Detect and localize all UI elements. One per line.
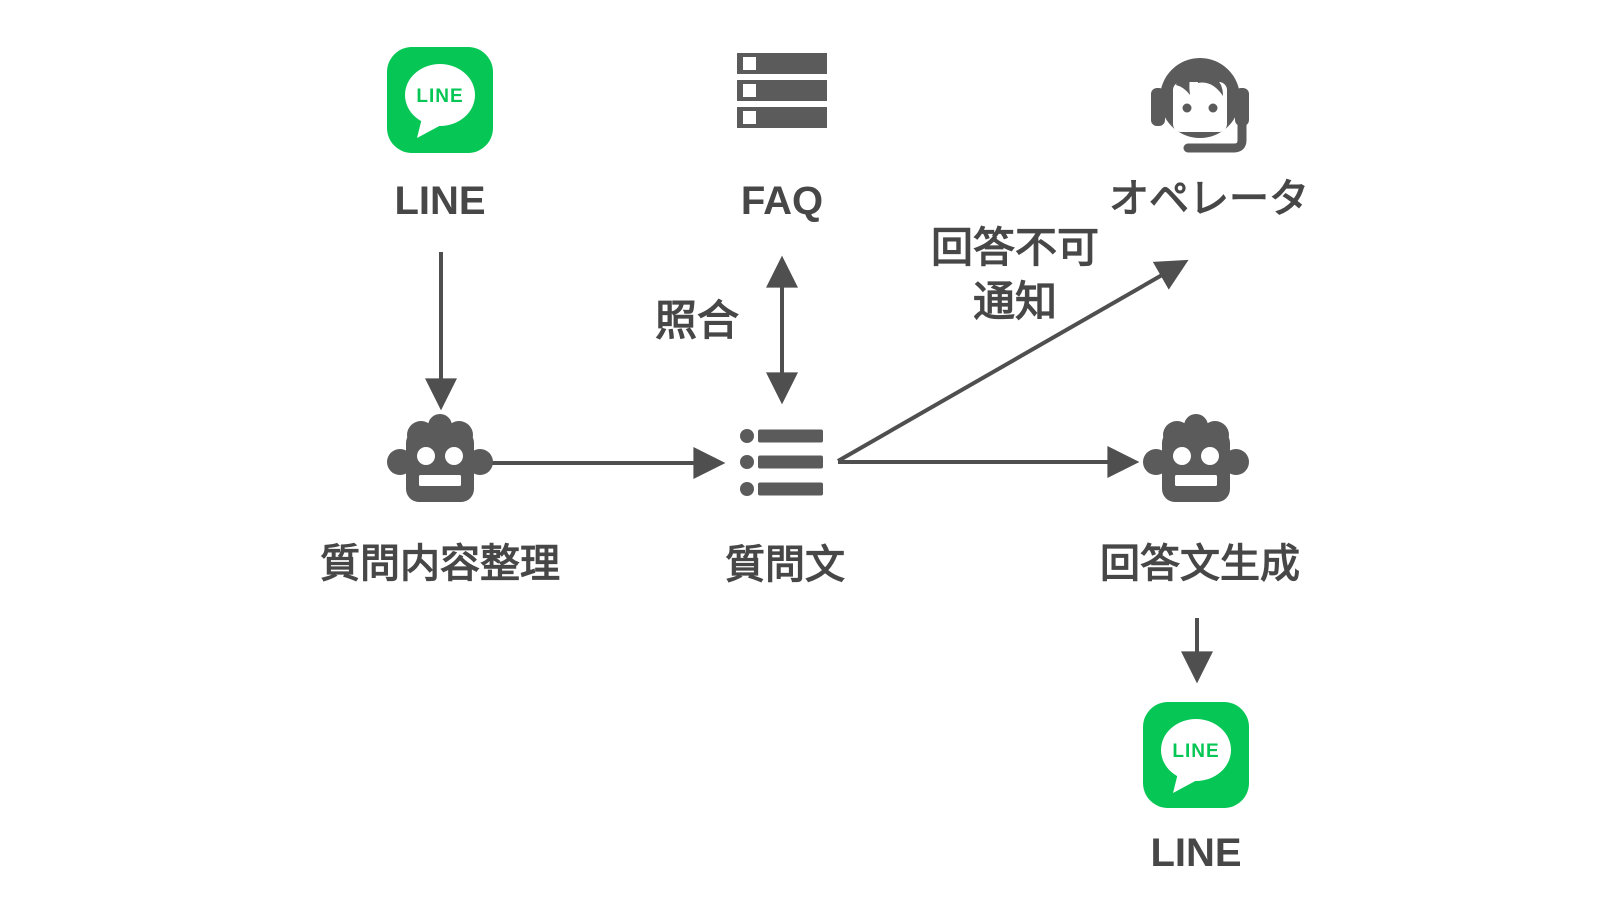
node-faq <box>737 53 827 128</box>
cannot-answer-label-line2: 通知 <box>973 278 1057 325</box>
matching-label: 照合 <box>655 297 739 344</box>
edge-question-to-operator <box>837 259 1189 463</box>
operator-label: オペレータ <box>1109 177 1309 221</box>
robot-icon <box>387 414 493 502</box>
node-generate <box>1143 414 1249 502</box>
server-list-icon <box>737 53 827 128</box>
node-operator <box>1151 58 1249 153</box>
question-label: 質問文 <box>725 543 845 587</box>
faq-label: FAQ <box>741 179 823 223</box>
line-bubble-text: LINE <box>1172 741 1219 762</box>
generate-label: 回答文生成 <box>1100 542 1300 586</box>
line-bottom-label: LINE <box>1150 831 1241 875</box>
robot-icon <box>1143 414 1249 502</box>
node-line-top: LINE <box>387 47 493 153</box>
line-bubble-text: LINE <box>416 86 463 107</box>
node-line-bottom: LINE <box>1143 702 1249 808</box>
bullet-list-icon <box>740 429 823 496</box>
edges <box>425 252 1213 684</box>
operator-headset-icon <box>1151 58 1249 153</box>
cannot-answer-label-line1: 回答不可 <box>931 224 1099 271</box>
line-top-label: LINE <box>394 179 485 223</box>
organize-label: 質問内容整理 <box>320 542 560 586</box>
node-question <box>740 429 823 496</box>
node-organize <box>387 414 493 502</box>
